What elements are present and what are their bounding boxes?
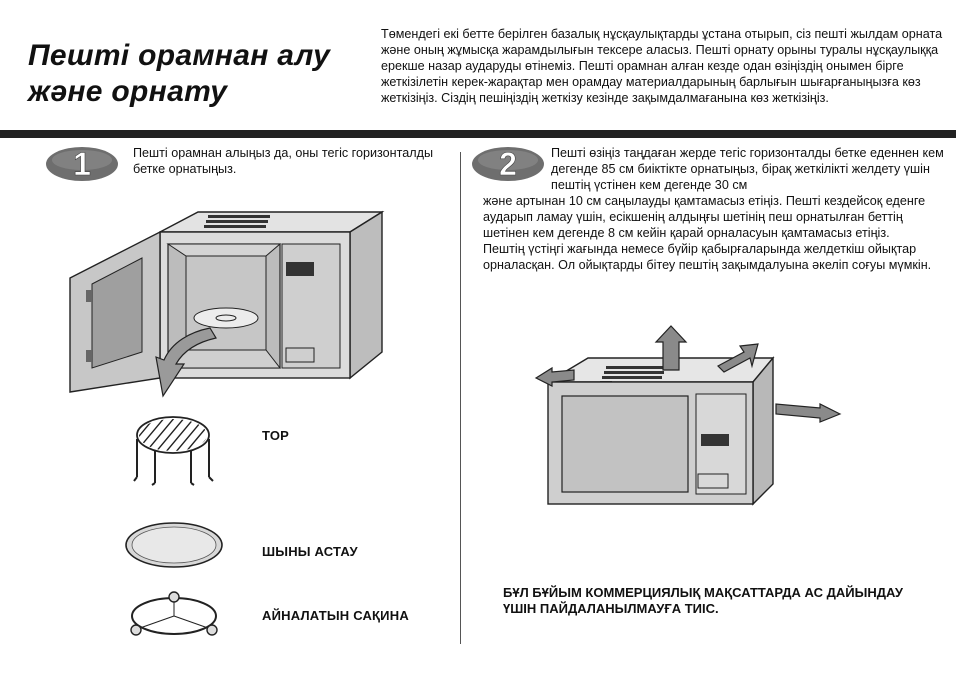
closed-microwave-illustration	[534, 325, 842, 506]
open-microwave-illustration	[69, 210, 385, 398]
rack-illustration	[133, 416, 214, 486]
step-1-text: Пешті орамнан алыңыз да, оны тегіс гориз…	[133, 146, 433, 176]
rack-label: ТОР	[262, 428, 289, 443]
glass-tray-illustration	[125, 522, 223, 568]
step-1-number: 1	[73, 146, 91, 182]
step-2-badge: 2	[472, 146, 544, 182]
title-line-2: және орнату	[28, 75, 228, 108]
rotating-ring-label: АЙНАЛАТЫН САҚИНА	[262, 608, 409, 623]
step-2-number: 2	[499, 146, 517, 182]
title-line-1: Пешті орамнан алу	[28, 39, 331, 72]
page-title: Пешті орамнан алу және орнату	[28, 38, 330, 110]
glass-tray-label: ШЫНЫ АСТАУ	[262, 544, 358, 559]
step-1-badge: 1	[46, 146, 118, 182]
step-2-head-text: Пешті өзіңіз таңдаған жерде тегіс горизо…	[551, 146, 944, 192]
step-2-body: және артынан 10 см саңылауды қамтамасыз …	[483, 193, 948, 273]
rotating-ring-illustration	[130, 591, 218, 636]
commercial-use-warning: БҰЛ БҰЙЫМ КОММЕРЦИЯЛЫҚ МАҚСАТТАРДА АС ДА…	[503, 585, 903, 616]
step-2-body-2: Пештің үстіңгі жағында немесе бүйір қабы…	[483, 242, 932, 272]
intro-paragraph: Төмендегі екі бетте берілген базалық нұс…	[381, 27, 943, 105]
step-2-body-1: және артынан 10 см саңылауды қамтамасыз …	[483, 194, 926, 240]
header-divider	[0, 130, 956, 138]
column-divider	[460, 152, 461, 644]
